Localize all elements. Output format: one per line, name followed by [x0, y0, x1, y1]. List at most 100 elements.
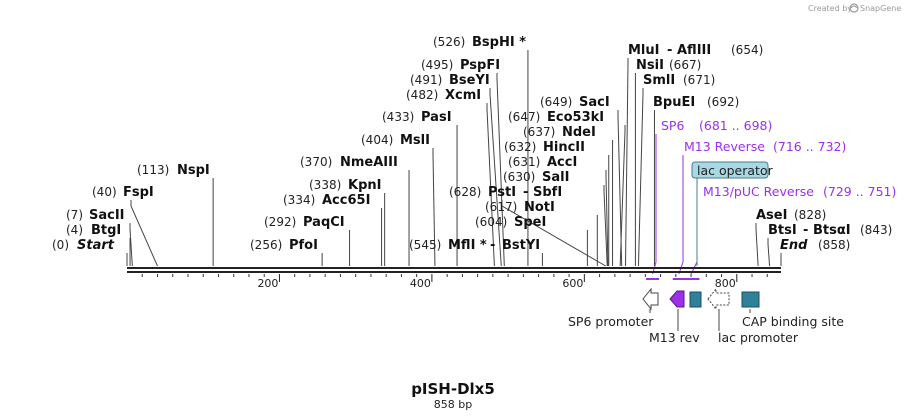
site-kpni-name: KpnI [348, 178, 381, 193]
site-asei-name: AseI [756, 208, 787, 223]
cap-binding-site-label: CAP binding site [742, 314, 844, 329]
feature-m13-rev[interactable] [669, 290, 685, 308]
site-acci[interactable]: (631) AccI [508, 155, 577, 170]
site-saci-name: SacI [579, 95, 610, 110]
site-msli-position: (404) [361, 133, 393, 147]
site-noti-name: NotI [524, 200, 555, 215]
site-psti-separator: - [523, 185, 528, 200]
lac-operator-box-icon [689, 291, 702, 308]
site-xcmi[interactable]: (482) XcmI [406, 88, 481, 103]
site-bseyi-name: BseYI [449, 73, 490, 88]
site-btsi-name: BtsI [768, 223, 797, 238]
site-kpni[interactable]: (338) KpnI [309, 178, 381, 193]
site-acc65i-position: (334) [283, 193, 315, 207]
feature-lac-operator[interactable] [689, 291, 702, 308]
primer-m13-puc-reverse[interactable]: M13/pUC Reverse (729 .. 751) [703, 184, 896, 199]
site-spei[interactable]: (604) SpeI [475, 215, 546, 230]
site-nmeaiii-position: (370) [300, 155, 332, 169]
site-btgi[interactable]: (4) BtgI [66, 223, 121, 238]
site-eco53ki[interactable]: (647) Eco53kI [508, 110, 604, 125]
primer-sp6-name: SP6 [661, 118, 684, 133]
site-fspi-position: (40) [92, 185, 117, 199]
site-afliii-name: AflIII [677, 43, 711, 58]
site-nsii-name: NsiI [636, 58, 664, 73]
credit-prefix: Created by [808, 4, 852, 13]
site-pspfi[interactable]: (495) PspFI [421, 58, 500, 73]
feature-sp6-promoter[interactable] [642, 287, 659, 311]
site-nmeaiii[interactable]: (370) NmeAIII [300, 155, 398, 170]
sp6-promoter-arrow-icon [642, 287, 659, 311]
site-bseyi[interactable]: (491) BseYI [410, 73, 490, 88]
site-sacii[interactable]: (7) SacII [66, 208, 125, 223]
site-bseyi-position: (491) [410, 73, 442, 87]
primer-bar-sp6 [646, 278, 660, 280]
site-bpuei[interactable]: BpuEI (692) [653, 95, 739, 110]
site-btsi[interactable]: BtsI - BtsαI (843) [768, 223, 892, 238]
site-mfli-separator: - [490, 238, 495, 253]
site-mfli[interactable]: (545) MflI * - BstYI [409, 238, 540, 253]
site-pasi-position: (433) [382, 110, 414, 124]
site-hincii-position: (632) [504, 140, 536, 154]
site-pasi[interactable]: (433) PasI [382, 110, 452, 125]
site-nspi-name: NspI [177, 163, 210, 178]
primer-m13-reverse-range: (716 .. 732) [773, 139, 846, 154]
feature-labels: SP6 promoter M13 rev lac promoter CAP bi… [568, 314, 844, 345]
site-line-xcmi [486, 103, 495, 267]
site-bsphi-position: (526) [433, 35, 465, 49]
site-nspi[interactable]: (113) NspI [137, 163, 210, 178]
site-smli-position: (671) [683, 73, 715, 87]
primer-bar-m13-reverse [672, 278, 685, 280]
lac-operator-tag-label: lac operator [697, 163, 774, 178]
site-bstyi-name: BstYI [502, 238, 540, 253]
site-end-name: End [780, 238, 808, 253]
snapgene-credit[interactable]: Created by SnapGene [808, 3, 901, 13]
restriction-site-labels: (0) Start (4) BtgI (7) SacII (40) FspI (… [52, 35, 892, 253]
lac-operator-tag[interactable]: lac operator [691, 161, 774, 179]
site-psti[interactable]: (628) PstI - SbfI [449, 185, 562, 200]
site-btsai-name: BtsαI [813, 223, 851, 238]
site-asei[interactable]: AseI (828) [756, 208, 826, 223]
primer-m13-reverse[interactable]: M13 Reverse (716 .. 732) [684, 139, 846, 154]
site-paqci[interactable]: (292) PaqCI [264, 215, 345, 230]
site-line-sali [603, 185, 608, 267]
primer-bar-m13-puc-reverse [682, 278, 700, 280]
site-msli[interactable]: (404) MslI [361, 133, 430, 148]
site-xcmi-position: (482) [406, 88, 438, 102]
feature-cap-binding-site[interactable] [741, 291, 760, 308]
site-noti[interactable]: (617) NotI [485, 200, 555, 215]
site-line-fspi [130, 200, 158, 267]
primer-line-m13-puc-reverse [690, 199, 698, 275]
primer-sp6[interactable]: SP6 (681 .. 698) [661, 118, 772, 133]
site-sali[interactable]: (630) SalI [503, 170, 569, 185]
snapgene-swirl-icon [849, 3, 859, 13]
primer-line-sp6 [652, 134, 657, 275]
primer-m13-puc-reverse-name: M13/pUC Reverse [703, 184, 814, 199]
site-nsii-position: (667) [669, 58, 701, 72]
site-line-sacii [129, 223, 133, 267]
site-psti-position: (628) [449, 185, 481, 199]
site-pfoi[interactable]: (256) PfoI [250, 238, 318, 253]
site-saci-position: (649) [540, 95, 572, 109]
site-bsphi[interactable]: (526) BspHI * [433, 35, 526, 50]
feature-lac-promoter[interactable] [707, 287, 730, 311]
site-eco53ki-position: (647) [508, 110, 540, 124]
site-fspi[interactable]: (40) FspI [92, 185, 154, 200]
site-nsii[interactable]: NsiI (667) [636, 58, 701, 73]
m13-rev-arrow-icon [669, 290, 685, 308]
site-line-acci [605, 170, 609, 267]
site-sbfi-name: SbfI [533, 185, 562, 200]
site-ndei[interactable]: (637) NdeI [523, 125, 596, 140]
credit-brand: SnapGene [860, 4, 901, 13]
tick-label-200: 200 [257, 277, 278, 290]
site-smli[interactable]: SmlI (671) [643, 73, 715, 88]
site-line-smli [637, 88, 644, 267]
site-saci[interactable]: (649) SacI [540, 95, 610, 110]
site-ndei-position: (637) [523, 125, 555, 139]
site-btgi-name: BtgI [91, 223, 121, 238]
site-end[interactable]: End (858) [780, 238, 850, 253]
site-acc65i[interactable]: (334) Acc65I [283, 193, 370, 208]
site-start[interactable]: (0) Start [52, 238, 115, 253]
site-hincii[interactable]: (632) HincII [504, 140, 585, 155]
site-mlui[interactable]: MluI - AflIII (654) [628, 43, 763, 58]
